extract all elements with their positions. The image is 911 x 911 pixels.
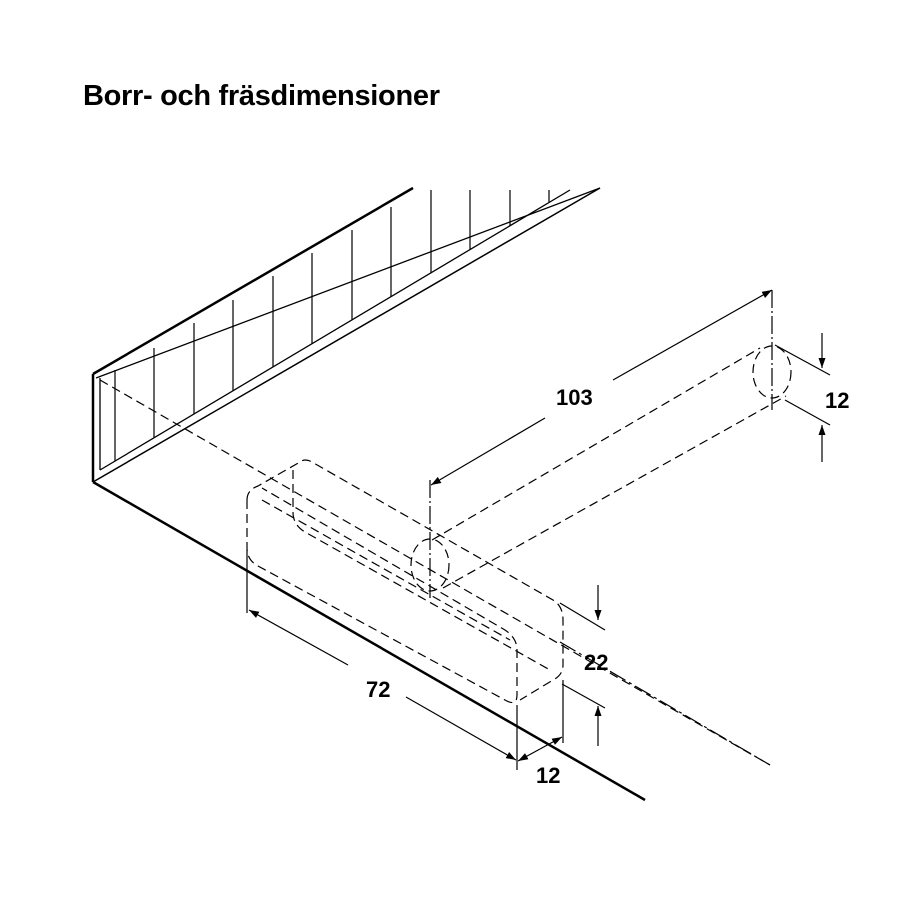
hidden-lines — [99, 290, 792, 766]
panel-top-inner — [95, 187, 601, 379]
dimension-slot-length: 72 — [366, 677, 390, 702]
dimension-slot-width: 12 — [536, 763, 560, 788]
panel-slats — [114, 190, 550, 461]
slot-back-outline — [246, 459, 564, 701]
panel-center-line — [99, 379, 771, 766]
panel — [91, 186, 646, 802]
dimension-slot-height: 22 — [584, 650, 608, 675]
page-title: Borr- och fräsdimensioner — [83, 80, 440, 112]
dimension-hole-diameter: 12 — [825, 388, 849, 413]
dimension-hole-depth: 103 — [556, 385, 593, 410]
panel-bottom-edge — [92, 480, 646, 802]
dimension-lines — [246, 289, 831, 770]
